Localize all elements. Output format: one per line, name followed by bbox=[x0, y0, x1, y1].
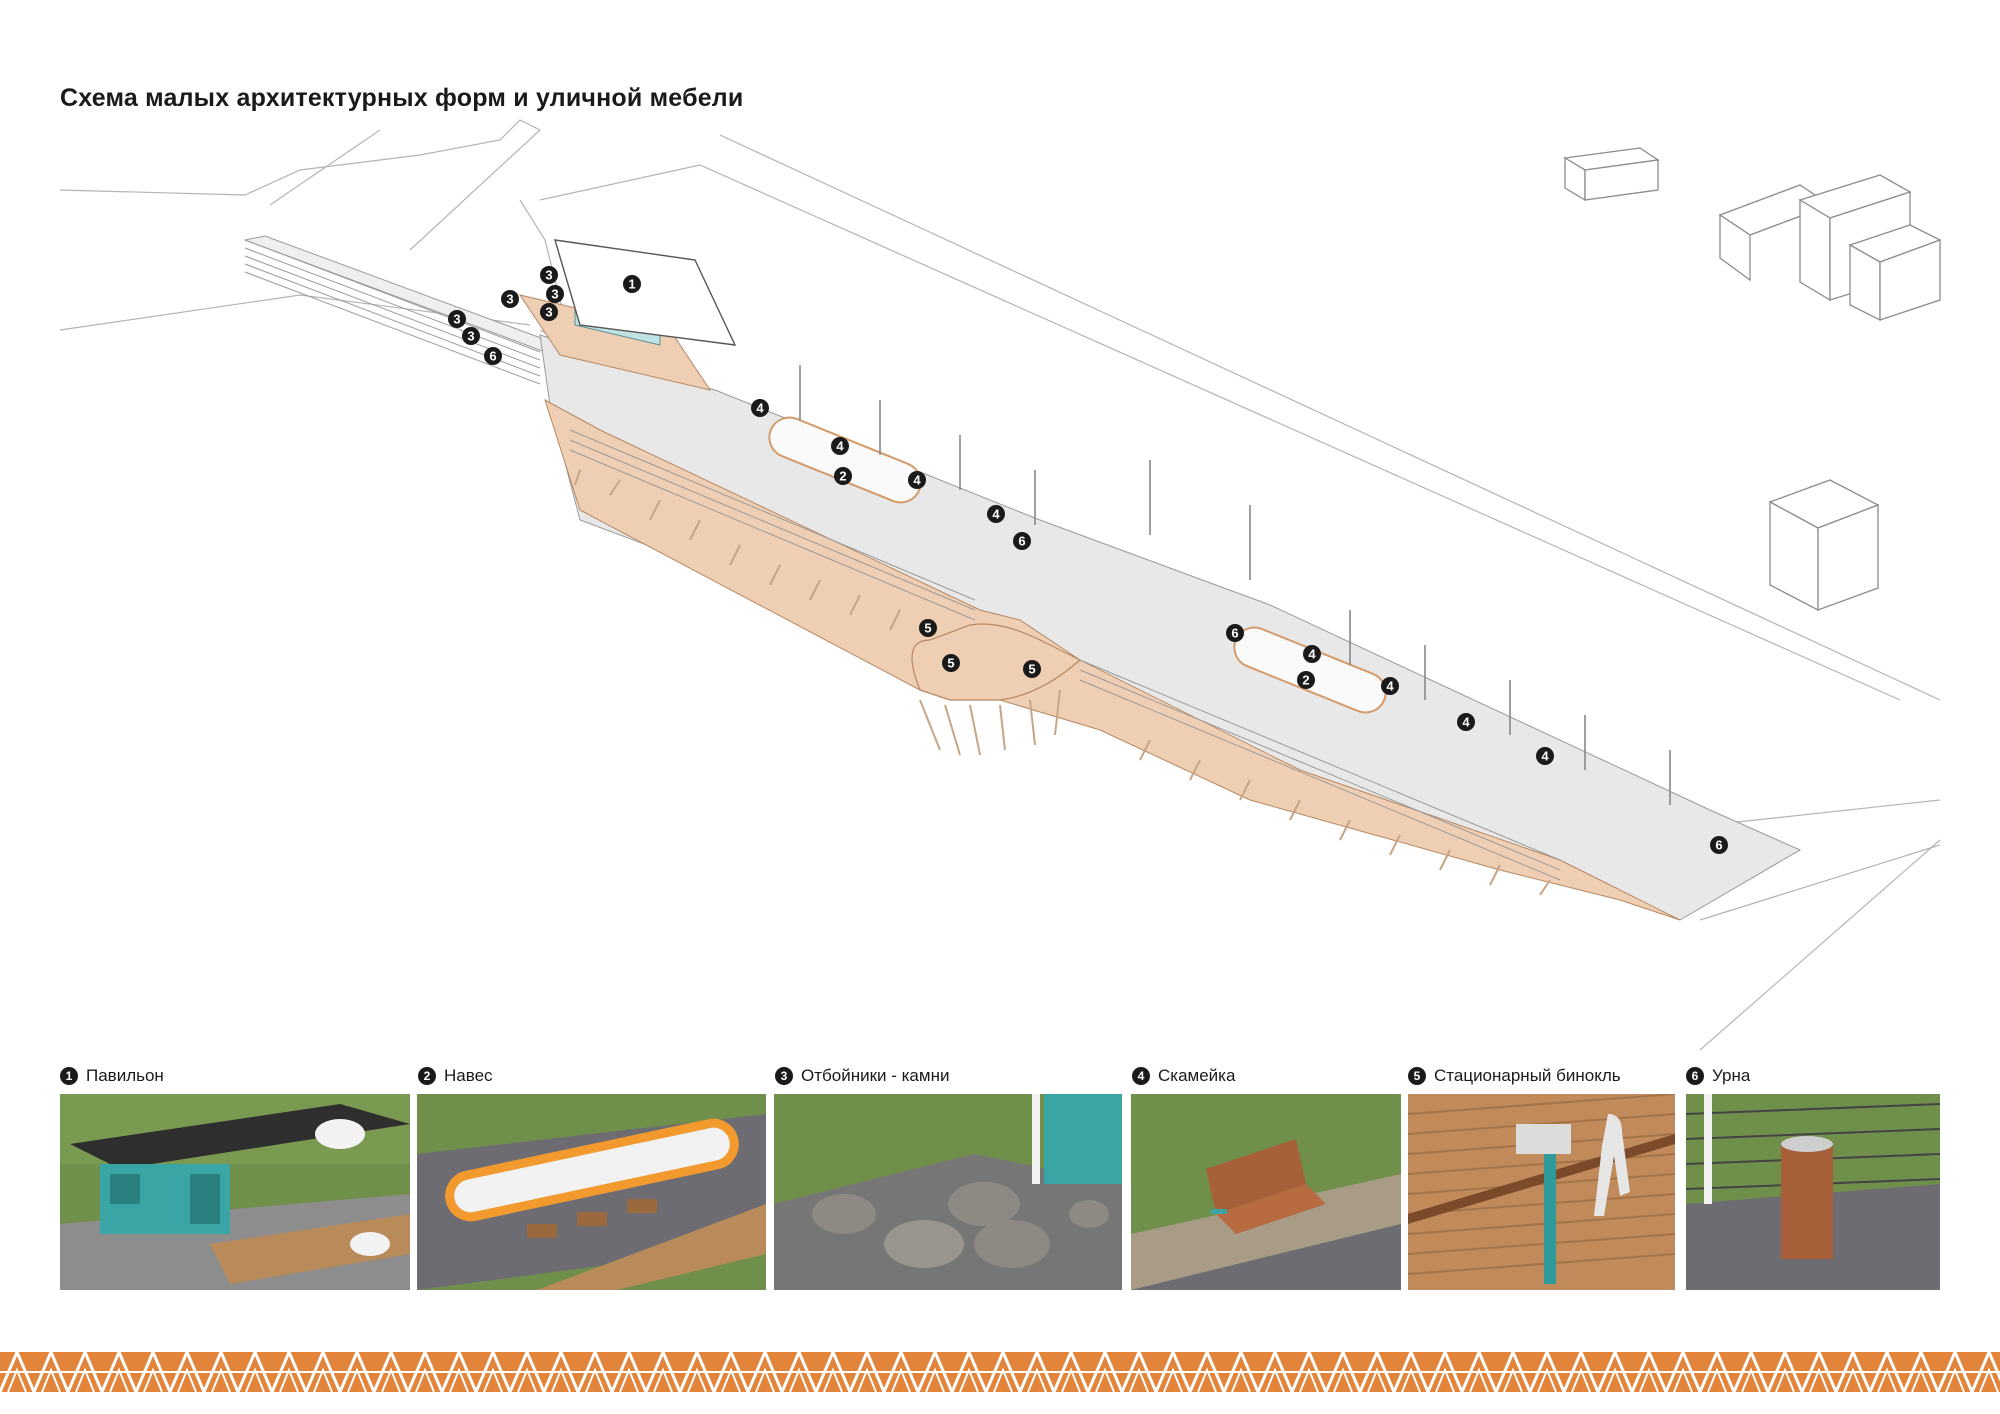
legend-label: Урна bbox=[1712, 1066, 1751, 1085]
marker-6: 6 bbox=[1013, 532, 1031, 550]
lamp-posts bbox=[799, 365, 1671, 805]
marker-3: 3 bbox=[501, 290, 519, 308]
svg-text:2: 2 bbox=[839, 469, 846, 484]
svg-text:3: 3 bbox=[506, 292, 513, 307]
marker-3: 3 bbox=[448, 310, 466, 328]
deck-stilts bbox=[574, 469, 1551, 896]
marker-6: 6 bbox=[484, 347, 502, 365]
marker-4: 4 bbox=[1381, 677, 1399, 695]
access-ramp bbox=[243, 235, 562, 385]
legend-number: 5 bbox=[1408, 1067, 1426, 1085]
waste-bin-render bbox=[1686, 1094, 1940, 1290]
svg-text:3: 3 bbox=[467, 329, 474, 344]
svg-text:3: 3 bbox=[551, 287, 558, 302]
legend-number: 6 bbox=[1686, 1067, 1704, 1085]
marker-4: 4 bbox=[1536, 747, 1554, 765]
canopy-render bbox=[417, 1094, 766, 1290]
legend-label: Отбойники - камни bbox=[801, 1066, 950, 1085]
marker-6: 6 bbox=[1226, 624, 1244, 642]
svg-text:5: 5 bbox=[947, 656, 954, 671]
legend-number: 4 bbox=[1132, 1067, 1150, 1085]
svg-text:4: 4 bbox=[1541, 749, 1549, 764]
svg-text:6: 6 bbox=[489, 349, 496, 364]
pavilion-render bbox=[60, 1094, 410, 1290]
svg-text:5: 5 bbox=[924, 621, 931, 636]
marker-4: 4 bbox=[1457, 713, 1475, 731]
legend-item-canopy: 2 Навес bbox=[418, 1066, 493, 1086]
legend-item-pavilion: 1 Павильон bbox=[60, 1066, 164, 1086]
legend-number: 3 bbox=[775, 1067, 793, 1085]
svg-text:6: 6 bbox=[1715, 838, 1722, 853]
svg-text:4: 4 bbox=[913, 473, 921, 488]
svg-text:4: 4 bbox=[756, 401, 764, 416]
marker-4: 4 bbox=[751, 399, 769, 417]
building-outlines bbox=[1563, 147, 1942, 612]
svg-text:1: 1 bbox=[628, 277, 635, 292]
marker-4: 4 bbox=[831, 437, 849, 455]
svg-text:4: 4 bbox=[1308, 647, 1316, 662]
marker-4: 4 bbox=[987, 505, 1005, 523]
svg-text:6: 6 bbox=[1018, 534, 1025, 549]
legend-item-binocular: 5 Стационарный бинокль bbox=[1408, 1066, 1621, 1086]
svg-text:5: 5 bbox=[1028, 662, 1035, 677]
marker-4: 4 bbox=[1303, 645, 1321, 663]
marker-3: 3 bbox=[546, 285, 564, 303]
ornament-band bbox=[0, 1352, 2000, 1392]
deck-railing bbox=[569, 429, 1561, 881]
bollard-stones-render bbox=[774, 1094, 1122, 1290]
svg-text:4: 4 bbox=[1386, 679, 1394, 694]
legend-label: Павильон bbox=[86, 1066, 164, 1085]
legend-label: Стационарный бинокль bbox=[1434, 1066, 1621, 1085]
legend-item-bollard-stones: 3 Отбойники - камни bbox=[775, 1066, 949, 1086]
pavilion bbox=[518, 239, 737, 391]
paving-area bbox=[539, 334, 1802, 921]
svg-text:3: 3 bbox=[545, 305, 552, 320]
legend-item-bench: 4 Скамейка bbox=[1132, 1066, 1235, 1086]
binocular-render bbox=[1408, 1094, 1675, 1290]
svg-text:4: 4 bbox=[836, 439, 844, 454]
observation-deck bbox=[911, 623, 1082, 701]
marker-1: 1 bbox=[623, 275, 641, 293]
legend-item-bin: 6 Урна bbox=[1686, 1066, 1750, 1086]
marker-3: 3 bbox=[540, 303, 558, 321]
marker-3: 3 bbox=[462, 327, 480, 345]
marker-5: 5 bbox=[1023, 660, 1041, 678]
marker-6: 6 bbox=[1710, 836, 1728, 854]
marker-2: 2 bbox=[1297, 671, 1315, 689]
legend-number: 1 bbox=[60, 1067, 78, 1085]
svg-text:4: 4 bbox=[1462, 715, 1470, 730]
legend-label: Навес bbox=[444, 1066, 493, 1085]
marker-4: 4 bbox=[908, 471, 926, 489]
legend-label: Скамейка bbox=[1158, 1066, 1236, 1085]
svg-text:3: 3 bbox=[453, 312, 460, 327]
marker-2: 2 bbox=[834, 467, 852, 485]
marker-5: 5 bbox=[919, 619, 937, 637]
marker-5: 5 bbox=[942, 654, 960, 672]
marker-3: 3 bbox=[540, 266, 558, 284]
legend-number: 2 bbox=[418, 1067, 436, 1085]
svg-text:3: 3 bbox=[545, 268, 552, 283]
svg-text:4: 4 bbox=[992, 507, 1000, 522]
page-title: Схема малых архитектурных форм и уличной… bbox=[60, 84, 744, 112]
bench-render bbox=[1131, 1094, 1401, 1290]
svg-text:2: 2 bbox=[1302, 673, 1309, 688]
svg-text:6: 6 bbox=[1231, 626, 1238, 641]
